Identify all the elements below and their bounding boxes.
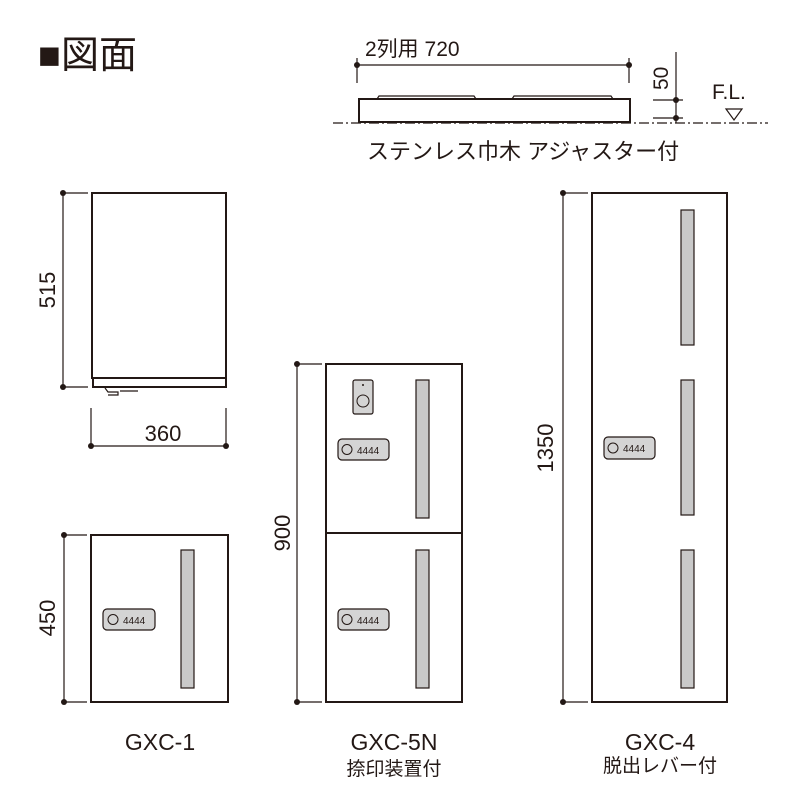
floor-label: F.L. [712, 81, 746, 104]
model-name: GXC-1 [125, 729, 195, 755]
height-label: 1350 [533, 424, 558, 473]
height-label: 900 [270, 515, 295, 552]
svg-text:4444: 4444 [623, 444, 646, 455]
seal-device-icon [352, 379, 374, 415]
svg-text:4444: 4444 [123, 616, 146, 627]
model-gxc-4: 4444 1350 GXC-4 脱出レバー付 [533, 190, 728, 777]
base-width-label: 2列用 720 [365, 38, 460, 61]
dial-lock-icon: 4444 [337, 608, 390, 631]
model-note: 捺印装置付 [346, 758, 441, 780]
width-label: 360 [145, 421, 182, 446]
model-note: 脱出レバー付 [603, 755, 717, 777]
base-side-view: 2列用 720 50 F.L. ステンレス巾木 アジャスター付 [333, 38, 768, 164]
dial-lock-icon: 4444 [603, 436, 656, 460]
top-view: 515 360 [35, 190, 229, 449]
model-gxc-1: 4444 450 GXC-1 [35, 532, 229, 755]
svg-text:4444: 4444 [357, 446, 380, 457]
model-name: GXC-5N [351, 729, 438, 755]
model-name: GXC-4 [625, 729, 696, 755]
base-caption: ステンレス巾木 アジャスター付 [367, 139, 679, 164]
floor-triangle-icon [724, 108, 744, 122]
height-label: 450 [35, 600, 60, 637]
base-height-label: 50 [650, 67, 673, 90]
dial-lock-icon: 4444 [337, 438, 390, 461]
model-gxc-5n: 4444 4444 900 GXC-5N 捺印装置付 [270, 361, 463, 780]
svg-text:4444: 4444 [357, 616, 380, 627]
depth-label: 515 [35, 272, 60, 309]
dial-lock-icon: 4444 [102, 608, 156, 631]
page-title: ■図面 [38, 35, 137, 77]
